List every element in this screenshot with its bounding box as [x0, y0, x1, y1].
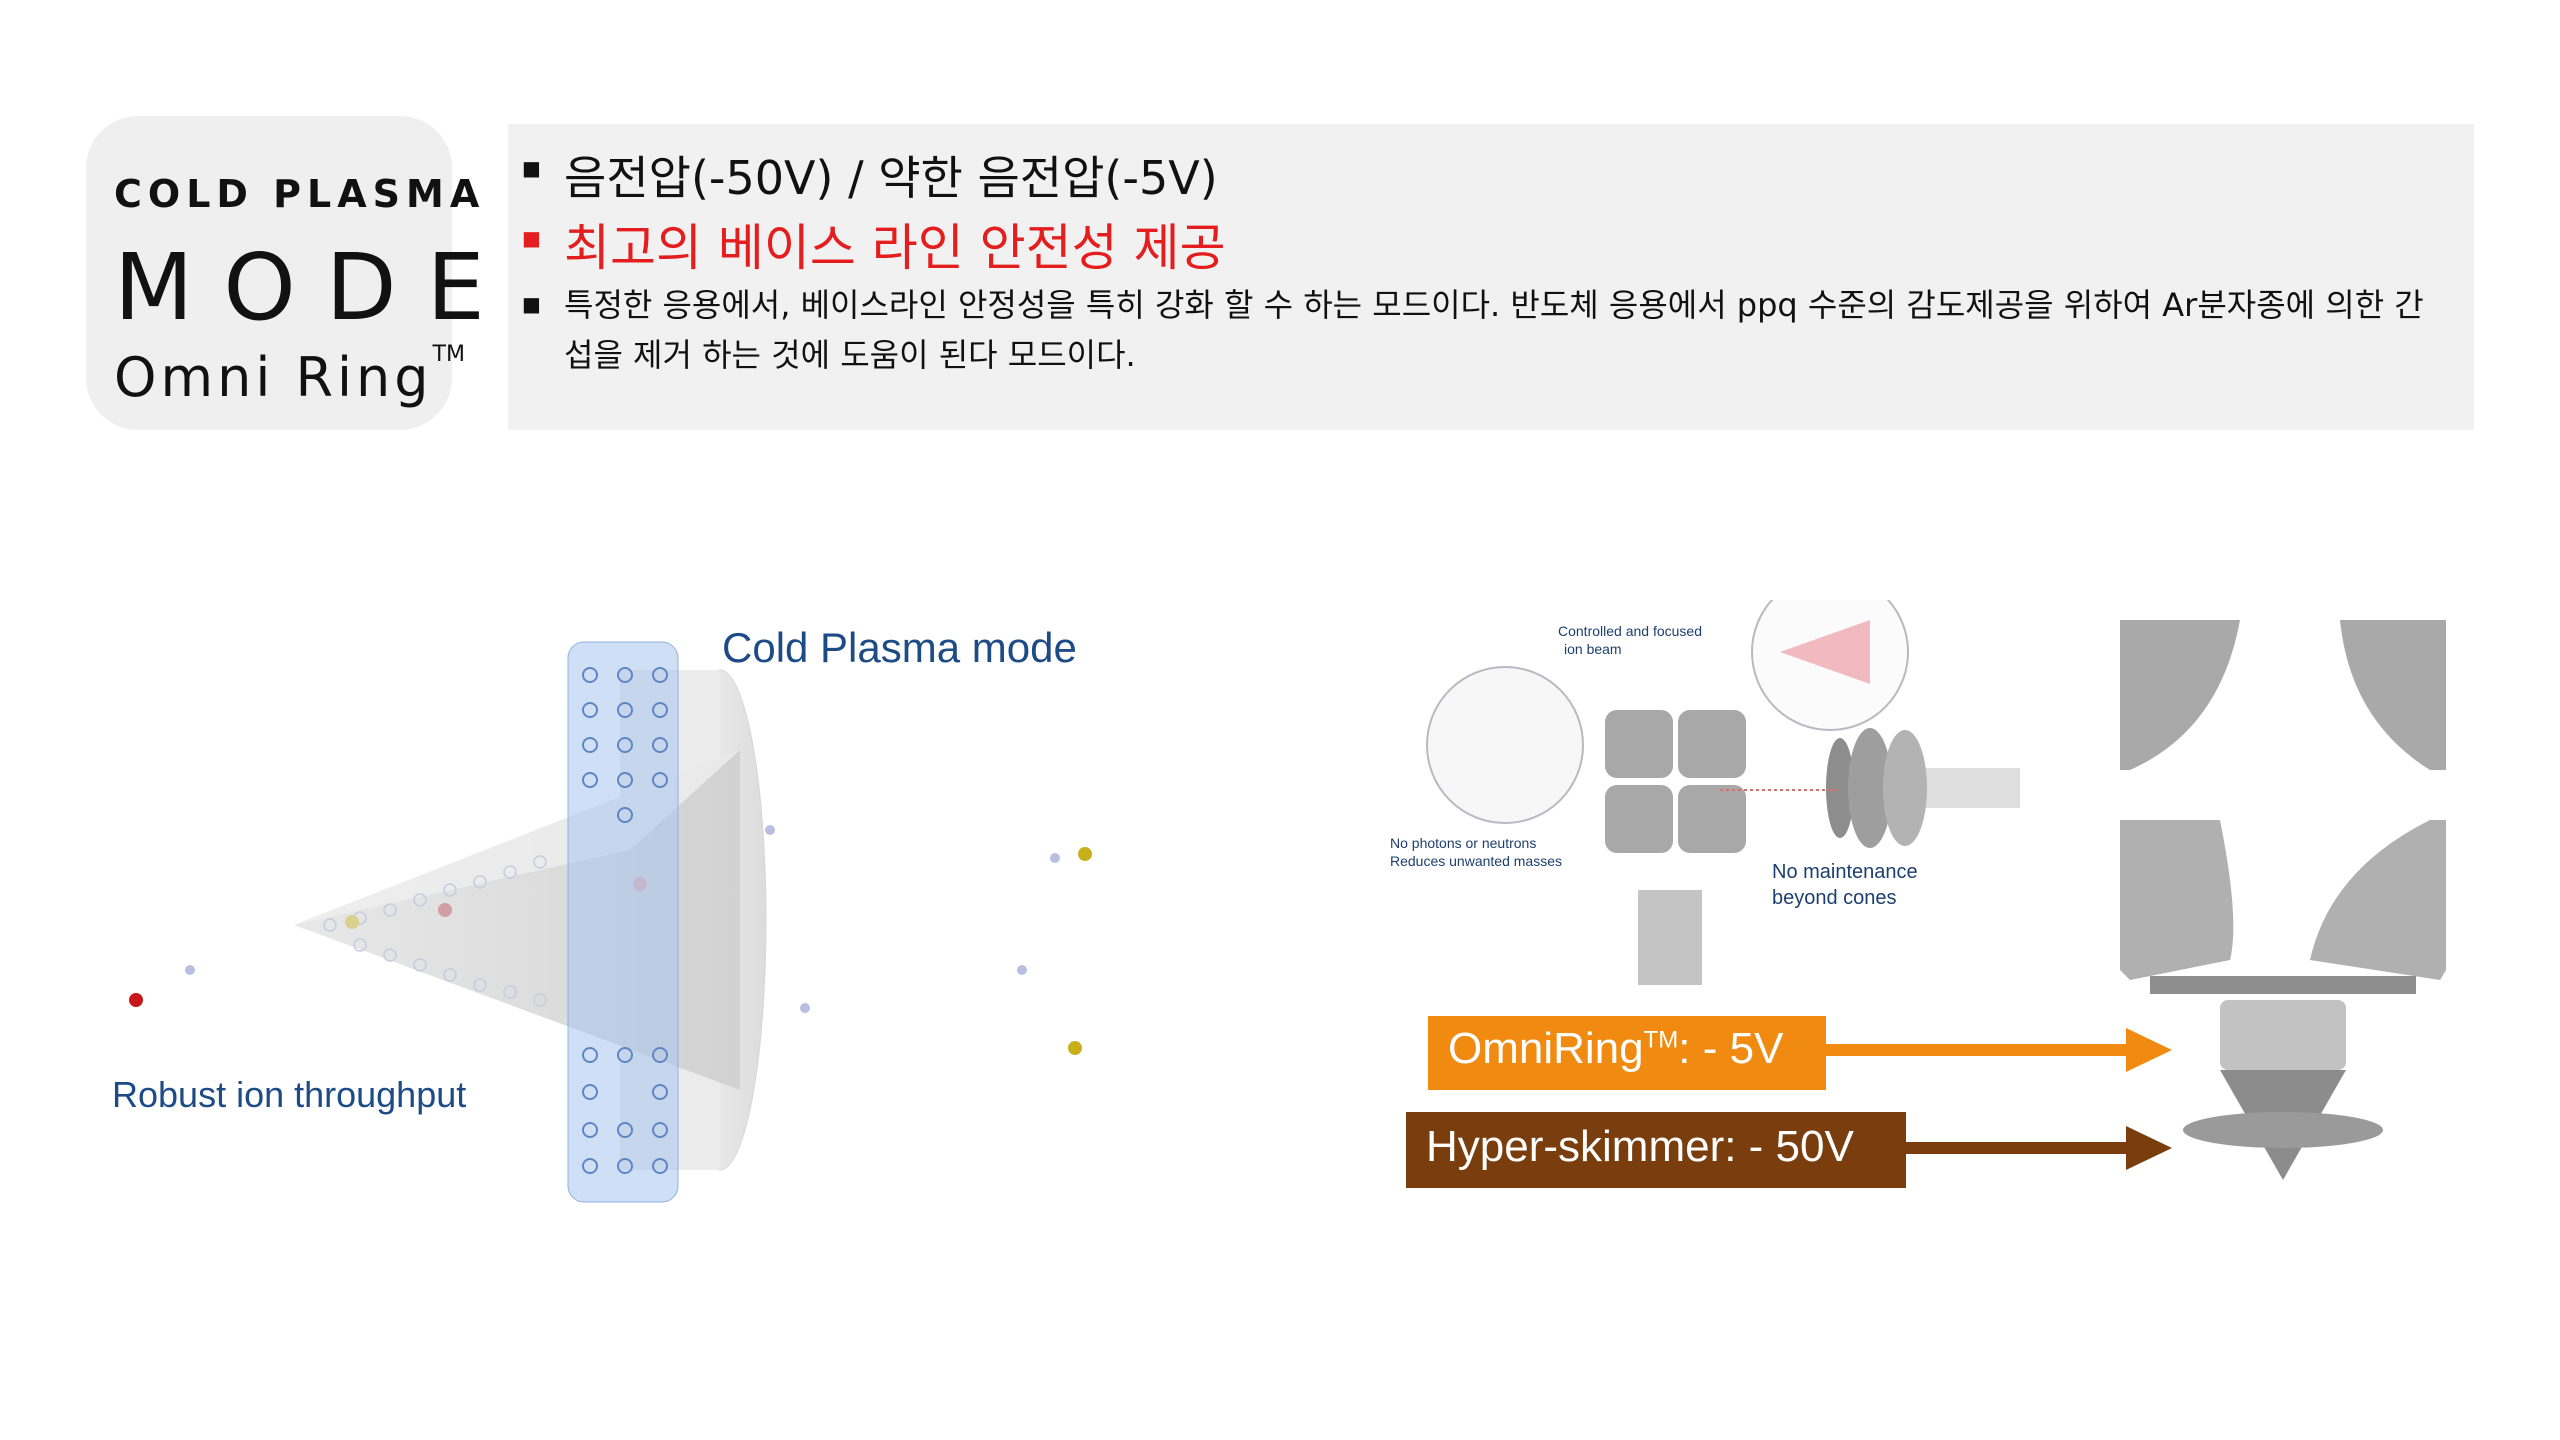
omniring-voltage-text: OmniRingTM: - 5V — [1448, 1024, 1783, 1074]
ion-path-figure: Controlled and focused ion beam No photo… — [1390, 600, 2020, 985]
quadrupole-piece — [2340, 620, 2446, 770]
cold-plasma-diagram — [129, 641, 1092, 1203]
cone-assembly-figure — [2120, 620, 2446, 1180]
cold-plasma-mode-title: Cold Plasma mode — [722, 624, 1077, 671]
quadrupole-block — [1605, 785, 1673, 853]
hyper-arrow-head — [2126, 1126, 2172, 1170]
label-no-photons: No photons or neutrons — [1390, 835, 1536, 851]
badge-title-cold-plasma: COLD PLASMA — [114, 172, 486, 216]
particle-gold — [1068, 1041, 1082, 1055]
omniring-trademark: TM — [1643, 1026, 1679, 1054]
quadrupole-block — [1605, 710, 1673, 778]
particle-lavender — [185, 965, 195, 975]
omniring-name: OmniRing — [1448, 1024, 1644, 1073]
particle-lavender — [1017, 965, 1027, 975]
badge-trademark: TM — [432, 342, 465, 367]
particle-gold — [1078, 847, 1092, 861]
bullet-stability: ■ 최고의 베이스 라인 안전성 제공 — [522, 208, 1226, 280]
particle-lavender — [765, 825, 775, 835]
bullet-stability-text: 최고의 베이스 라인 안전성 제공 — [564, 219, 1226, 277]
particle-red — [129, 993, 143, 1007]
ion-beam-dots — [323, 855, 547, 1007]
lower-column — [1638, 890, 1702, 985]
label-ion-beam: ion beam — [1564, 641, 1622, 657]
magnifier-left-circle — [1426, 666, 1584, 824]
bullet-description-text: 특정한 응용에서, 베이스라인 안정성을 특히 강화 할 수 하는 모드이다. … — [564, 286, 2424, 374]
particle-lavender — [1050, 853, 1060, 863]
hyper-skimmer-voltage-text: Hyper-skimmer: - 50V — [1426, 1122, 1854, 1171]
bullet-square-icon: ■ — [522, 226, 541, 250]
ion-symbols-bottom — [582, 1047, 668, 1174]
cone-stack-ring — [1883, 730, 1927, 846]
description-panel: ■ 음전압(-50V) / 약한 음전압(-5V) ■ 최고의 베이스 라인 안… — [508, 124, 2474, 430]
skimmer-cone-ring — [2183, 1112, 2383, 1148]
hyper-arrow-shaft — [1906, 1142, 2126, 1154]
quadrupole-block — [1678, 785, 1746, 853]
omniring-arrow-head — [2126, 1028, 2172, 1072]
omni-ring-plate — [567, 641, 679, 1203]
quadrupole-piece — [2120, 820, 2234, 980]
bullet-voltage-text: 음전압(-50V) / 약한 음전압(-5V) — [564, 151, 1218, 205]
label-beyond-cones: beyond cones — [1772, 887, 1897, 909]
cone-base-plate — [2150, 976, 2416, 994]
voltage-arrows — [1826, 1028, 2172, 1170]
label-no-maintenance: No maintenance — [1772, 861, 1918, 883]
bullet-square-icon: ■ — [522, 156, 541, 180]
quadrupole-piece — [2120, 620, 2240, 770]
hyper-skimmer-voltage-label: Hyper-skimmer: - 50V — [1406, 1112, 1906, 1188]
quadrupole-piece — [2310, 820, 2446, 980]
particle-lavender — [800, 1003, 810, 1013]
mode-badge: COLD PLASMA MODE Omni RingTM — [86, 116, 485, 430]
bullet-square-icon: ■ — [522, 292, 541, 316]
label-reduces-masses: Reduces unwanted masses — [1390, 853, 1562, 869]
omniring-voltage-label: OmniRingTM: - 5V — [1428, 1016, 1826, 1090]
cone-holder — [2220, 1000, 2346, 1070]
badge-title-omni-ring: Omni RingTM — [114, 342, 465, 409]
particle-lavender — [633, 877, 647, 891]
robust-ion-throughput-caption: Robust ion throughput — [112, 1074, 467, 1115]
particle-red-faint — [438, 903, 452, 917]
label-controlled-beam: Controlled and focused — [1558, 623, 1702, 639]
quadrupole-block — [1678, 710, 1746, 778]
particle-olive-faint — [345, 915, 359, 929]
ion-symbols-top — [582, 667, 668, 823]
beam-focus-glow — [1780, 620, 1870, 684]
cone-stack-ring — [1826, 738, 1854, 838]
cone-stack-ring — [1848, 728, 1892, 848]
badge-omni-text: Omni Ring — [114, 346, 433, 409]
bullet-description: ■ 특정한 응용에서, 베이스라인 안정성을 특히 강화 할 수 하는 모드이다… — [522, 280, 2452, 380]
omniring-value: : - 5V — [1678, 1024, 1784, 1073]
bullet-voltage: ■ 음전압(-50V) / 약한 음전압(-5V) — [522, 142, 1218, 208]
omniring-arrow-shaft — [1826, 1044, 2126, 1056]
badge-title-mode: MODE — [114, 234, 515, 341]
